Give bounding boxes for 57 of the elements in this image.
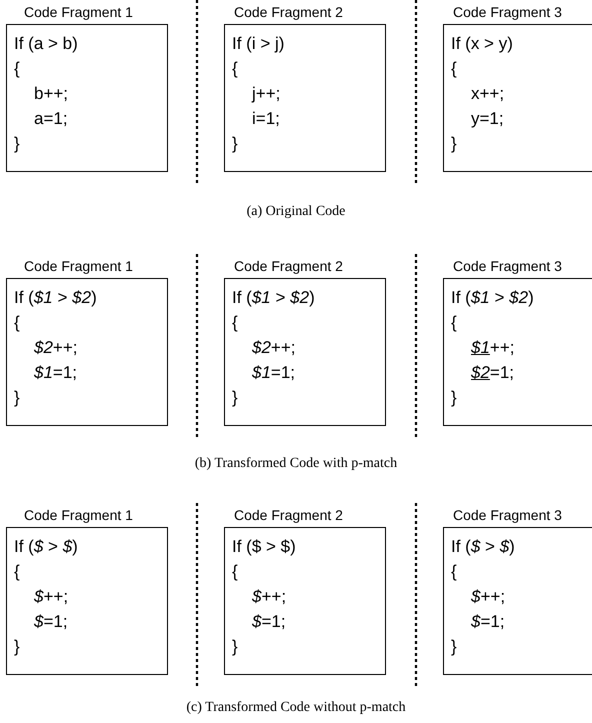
code-line: If ($ > $) bbox=[232, 537, 296, 556]
code-line: } bbox=[451, 637, 457, 656]
code-line: $1=1; bbox=[252, 362, 296, 384]
code-line: i=1; bbox=[252, 108, 280, 130]
fragment-heading: Code Fragment 1 bbox=[24, 4, 133, 20]
fragment-heading: Code Fragment 3 bbox=[453, 258, 562, 274]
code-line: b++; bbox=[34, 83, 68, 105]
code-line: $=1; bbox=[252, 611, 286, 633]
code-line: $1=1; bbox=[34, 362, 78, 384]
subfigure-caption: (c) Transformed Code without p-match bbox=[186, 700, 406, 716]
code-line: If (i > j) bbox=[232, 34, 284, 53]
code-line: { bbox=[451, 562, 457, 581]
code-line: a=1; bbox=[34, 108, 68, 130]
code-line: } bbox=[451, 134, 457, 153]
code-line: If ($ > $) bbox=[451, 537, 515, 556]
fragment-heading: Code Fragment 1 bbox=[24, 507, 133, 523]
code-line: { bbox=[14, 313, 20, 332]
code-line: $2++; bbox=[34, 337, 78, 359]
code-line: If (x > y) bbox=[451, 34, 513, 53]
code-line: y=1; bbox=[471, 108, 504, 130]
fragment-heading: Code Fragment 2 bbox=[234, 507, 343, 523]
subfigure-caption: (a) Original Code bbox=[246, 204, 346, 220]
code-line: } bbox=[451, 388, 457, 407]
code-line: { bbox=[232, 313, 238, 332]
code-line: If ($1 > $2) bbox=[232, 288, 315, 307]
code-line: } bbox=[232, 388, 238, 407]
code-line: x++; bbox=[471, 83, 504, 105]
code-line: If ($1 > $2) bbox=[14, 288, 97, 307]
fragment-heading: Code Fragment 3 bbox=[453, 4, 562, 20]
code-line: { bbox=[14, 59, 20, 78]
code-line: } bbox=[14, 388, 20, 407]
code-line: If ($ > $) bbox=[14, 537, 78, 556]
code-line: j++; bbox=[252, 83, 280, 105]
fragment-heading: Code Fragment 1 bbox=[24, 258, 133, 274]
code-line: { bbox=[232, 59, 238, 78]
code-line: } bbox=[232, 134, 238, 153]
code-line: $2=1; bbox=[471, 362, 514, 384]
code-line: { bbox=[451, 59, 457, 78]
code-line: $=1; bbox=[471, 611, 505, 633]
code-line: } bbox=[14, 637, 20, 656]
code-line: $=1; bbox=[34, 611, 68, 633]
code-line: $++; bbox=[471, 586, 506, 608]
code-line: { bbox=[14, 562, 20, 581]
code-line: } bbox=[14, 134, 20, 153]
code-line: If (a > b) bbox=[14, 34, 78, 53]
fragment-heading: Code Fragment 2 bbox=[234, 4, 343, 20]
code-line: $1++; bbox=[471, 337, 515, 359]
code-line: { bbox=[451, 313, 457, 332]
subfigure-caption: (b) Transformed Code with p-match bbox=[194, 456, 398, 472]
fragment-heading: Code Fragment 2 bbox=[234, 258, 343, 274]
code-line: } bbox=[232, 637, 238, 656]
code-line: { bbox=[232, 562, 238, 581]
code-line: $++; bbox=[34, 586, 68, 608]
fragment-heading: Code Fragment 3 bbox=[453, 507, 562, 523]
code-line: If ($1 > $2) bbox=[451, 288, 534, 307]
code-line: $2++; bbox=[252, 337, 296, 359]
code-line: $++; bbox=[252, 586, 286, 608]
